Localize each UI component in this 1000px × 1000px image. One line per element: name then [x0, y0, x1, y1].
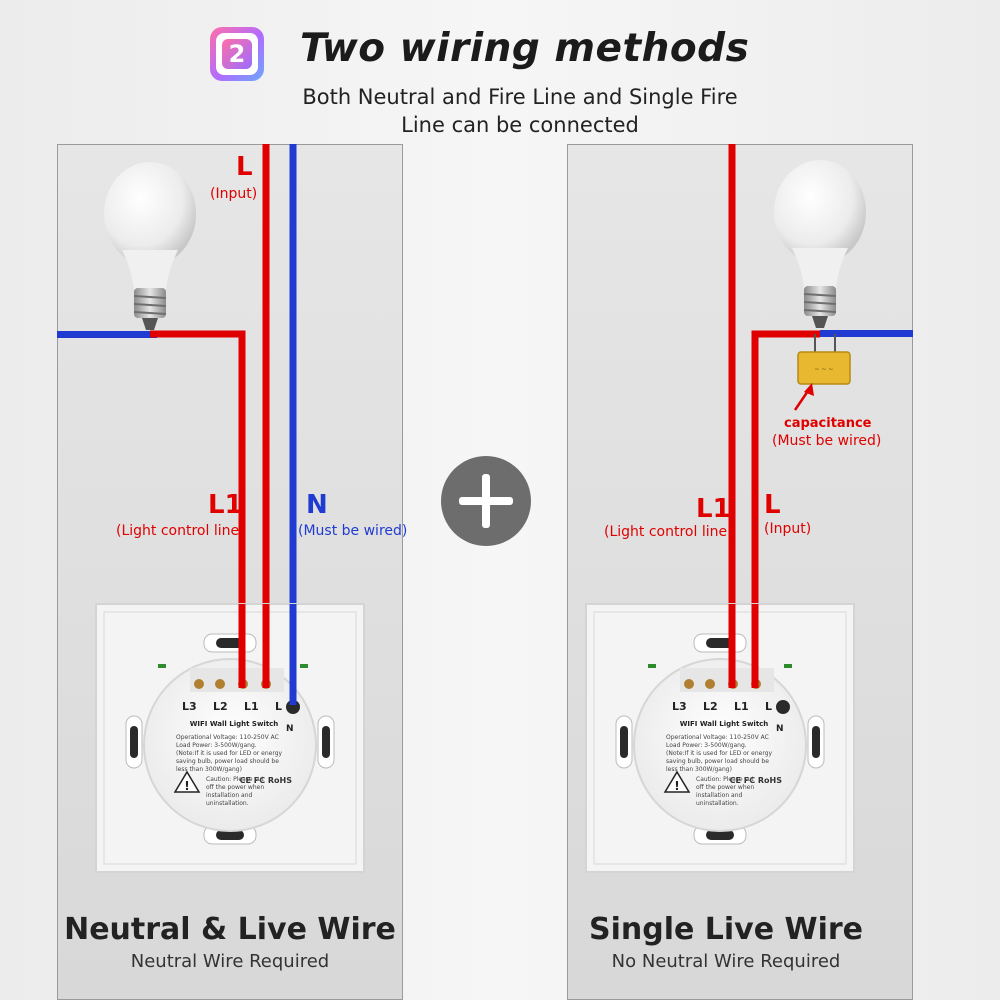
terminal-L2: L2 — [702, 700, 718, 713]
caution-text: Caution: Please cut off the power when i… — [206, 776, 265, 807]
switch-spec-right: WIFI Wall Light Switch Operational Volta… — [666, 720, 782, 785]
light-bulb-icon — [774, 160, 866, 328]
switch-back-left: ! — [95, 603, 365, 873]
spec-voltage: Operational Voltage: 110-250V AC — [176, 734, 279, 741]
light-control-wire — [150, 330, 246, 688]
spec-voltage: Operational Voltage: 110-250V AC — [666, 734, 769, 741]
switch-text-right: L3 L2 L1 L — [672, 700, 772, 713]
light-bulb-icon — [104, 162, 196, 330]
neutral-wire-to-bulb — [57, 331, 157, 338]
spec-power: Load Power: 3-500W/gang. — [666, 742, 747, 749]
right-caption-sub: No Neutral Wire Required — [611, 951, 841, 972]
page-subtitle: Both Neutral and Fire Line and Single Fi… — [240, 83, 800, 139]
switch-spec-left: WIFI Wall Light Switch Operational Volta… — [176, 720, 292, 785]
label-L: L — [764, 490, 781, 520]
step-number: 2 — [222, 39, 252, 69]
label-L-sub: (Input) — [764, 521, 812, 537]
label-L: L — [236, 152, 253, 182]
switch-back-right: ! — [585, 603, 855, 873]
page-title: Two wiring methods — [300, 26, 750, 71]
spec-note: (Note:If it is used for LED or energy sa… — [666, 750, 773, 773]
terminal-L2: L2 — [212, 700, 228, 713]
label-L1: L1 — [696, 494, 731, 524]
label-N: N — [306, 490, 328, 520]
label-capacitance-sub: (Must be wired) — [772, 433, 882, 449]
caution-text: Caution: Please cut off the power when i… — [696, 776, 755, 807]
terminal-labels: L3 L2 L1 L — [182, 700, 282, 713]
spec-power: Load Power: 3-500W/gang. — [176, 742, 257, 749]
capacitor-icon: ~ ~ ~ — [797, 351, 851, 385]
label-L1-sub: (Light control line) — [604, 524, 733, 540]
cert-marks: CE FC RoHS — [239, 776, 292, 785]
product-name: WIFI Wall Light Switch — [679, 720, 769, 728]
subtitle-line-2: Line can be connected — [401, 113, 639, 137]
left-caption-sub: Neutral Wire Required — [130, 951, 330, 972]
light-control-wire — [751, 330, 820, 688]
terminal-labels: L3 L2 L1 L — [672, 700, 772, 713]
terminal-L: L — [274, 700, 282, 713]
svg-text:~ ~ ~: ~ ~ ~ — [815, 366, 834, 373]
terminal-N: N — [776, 724, 784, 734]
right-caption-title: Single Live Wire — [588, 912, 864, 947]
neutral-wire-to-bulb — [820, 330, 913, 337]
cert-marks: CE FC RoHS — [729, 776, 782, 785]
terminal-L: L — [764, 700, 772, 713]
subtitle-line-1: Both Neutral and Fire Line and Single Fi… — [302, 85, 738, 109]
label-L1: L1 — [208, 490, 243, 520]
label-L1-sub: (Light control line) — [116, 523, 245, 539]
plus-icon — [441, 456, 531, 546]
terminal-L3: L3 — [672, 700, 687, 713]
product-name: WIFI Wall Light Switch — [189, 720, 279, 728]
terminal-L1: L1 — [733, 700, 749, 713]
spec-note: (Note:If it is used for LED or energy sa… — [176, 750, 283, 773]
svg-text:!: ! — [674, 779, 679, 793]
label-L-sub: (Input) — [210, 186, 258, 202]
terminal-L1: L1 — [243, 700, 259, 713]
switch-text-left: L3 L2 L1 L — [182, 700, 282, 713]
left-caption-title: Neutral & Live Wire — [64, 912, 396, 947]
label-capacitance: capacitance — [784, 416, 872, 431]
label-N-sub: (Must be wired) — [298, 523, 408, 539]
svg-text:!: ! — [184, 779, 189, 793]
terminal-L3: L3 — [182, 700, 197, 713]
terminal-N: N — [286, 724, 294, 734]
step-badge: 2 — [210, 27, 264, 81]
